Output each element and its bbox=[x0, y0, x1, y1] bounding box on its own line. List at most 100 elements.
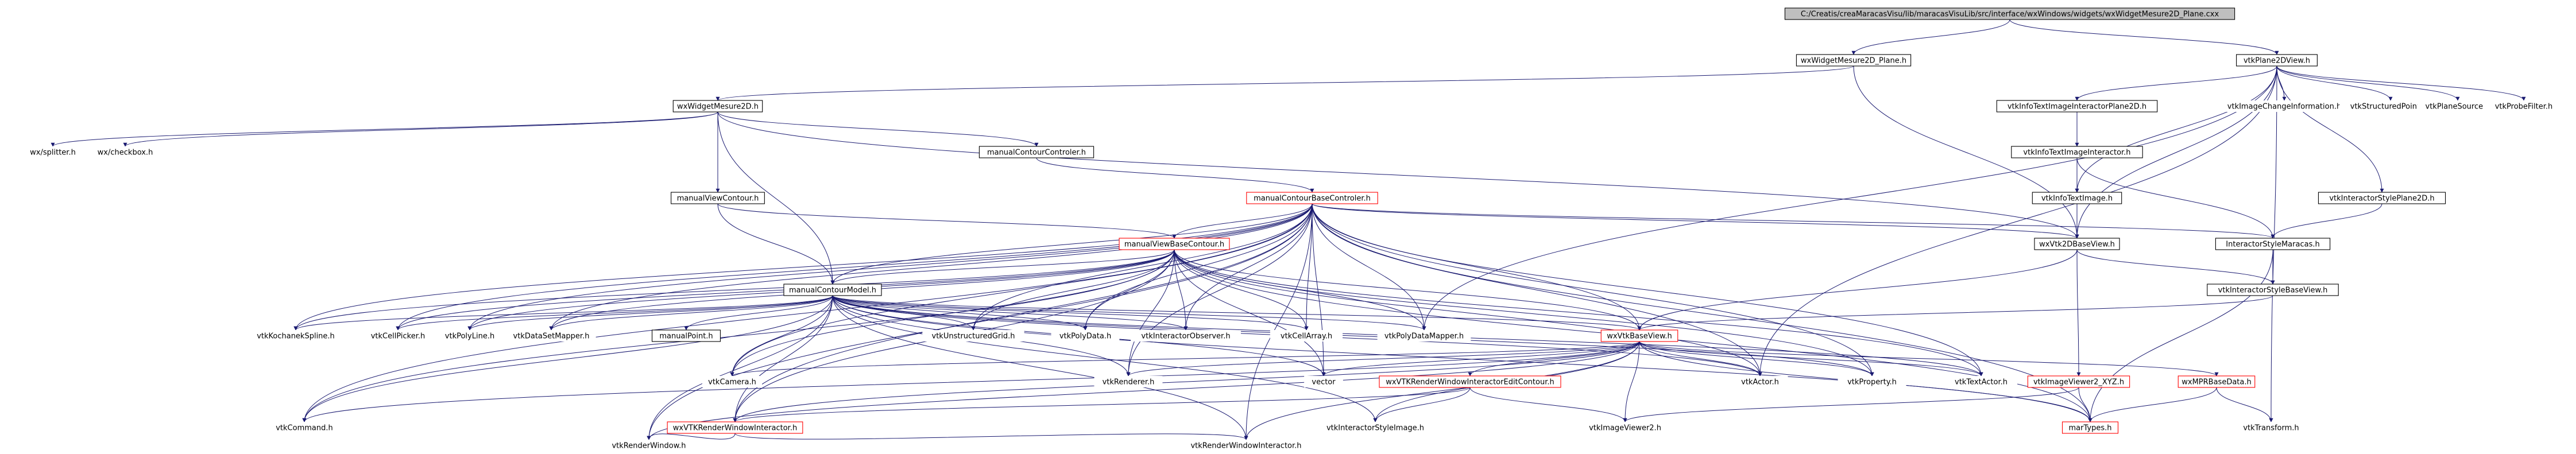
node-vtkImageViewer2_XYZ[interactable]: vtkImageViewer2_XYZ.h bbox=[2027, 375, 2130, 388]
node-vtkInfoTextImageInteractor[interactable]: vtkInfoTextImageInteractor.h bbox=[2011, 146, 2143, 158]
node-label: wxMPRBaseData.h bbox=[2182, 378, 2251, 387]
edge-manualViewBaseContour-to-vtkKochanekSpline bbox=[293, 249, 1175, 331]
node-vtkCellArray[interactable]: vtkCellArray.h bbox=[1270, 330, 1343, 342]
edge-wxVtkBaseView-to-wxMPRBaseData bbox=[1639, 341, 2219, 377]
edge-wxWidgetMesure2D-to-manualContourControler bbox=[717, 111, 1039, 147]
node-label: vtkCellPicker.h bbox=[371, 332, 426, 341]
node-vector[interactable]: vector bbox=[1304, 376, 1343, 387]
node-wxWidgetMesure2D[interactable]: wxWidgetMesure2D.h bbox=[672, 100, 763, 112]
node-vtkPolyDataMapper[interactable]: vtkPolyDataMapper.h bbox=[1377, 330, 1471, 342]
node-vtkPolyData[interactable]: vtkPolyData.h bbox=[1051, 330, 1120, 342]
node-vtkKochanekSpline[interactable]: vtkKochanekSpline.h bbox=[249, 330, 343, 342]
node-vtkProperty[interactable]: vtkProperty.h bbox=[1838, 376, 1906, 387]
node-vtkInteractorStyleBaseView[interactable]: vtkInteractorStyleBaseView.h bbox=[2207, 284, 2339, 296]
node-root[interactable]: C:/Creatis/creaMaracasVisu/lib/maracasVi… bbox=[1784, 7, 2235, 20]
node-vtkImageViewer2[interactable]: vtkImageViewer2.h bbox=[1582, 422, 1668, 433]
edge-wxVtk2DBaseView-to-wxVtkBaseView bbox=[1637, 249, 2078, 331]
node-wxWidgetMesure2D_Plane[interactable]: wxWidgetMesure2D_Plane.h bbox=[1796, 54, 1912, 67]
node-label: vtkImageViewer2.h bbox=[1589, 424, 1661, 433]
edge-manualContourModel-to-vtkKochanekSpline bbox=[293, 295, 833, 331]
node-box bbox=[2236, 54, 2318, 67]
edge-vtkPlane2DView-to-wxVtk2DBaseView bbox=[2075, 65, 2277, 239]
node-box bbox=[1094, 376, 1163, 387]
node-vtkRenderer[interactable]: vtkRenderer.h bbox=[1094, 376, 1163, 387]
edge-wxVtkBaseView-to-wxVTKRenderWindowInteractor bbox=[733, 341, 1640, 422]
node-vtkTextActor[interactable]: vtkTextActor.h bbox=[1944, 376, 2018, 387]
edge-wxVtkBaseView-to-vtkTextActor bbox=[1639, 341, 1983, 377]
node-vtkProbeFilter[interactable]: vtkProbeFilter.h bbox=[2483, 100, 2565, 112]
node-box bbox=[249, 330, 343, 342]
node-wxVTKRenderWindowInteractorEditContour[interactable]: wxVTKRenderWindowInteractorEditContour.h bbox=[1379, 375, 1561, 388]
node-vtkCellPicker[interactable]: vtkCellPicker.h bbox=[359, 330, 436, 342]
node-vtkPlane2DView[interactable]: vtkPlane2DView.h bbox=[2236, 54, 2318, 67]
node-label: vtkInteractorStyleImage.h bbox=[1326, 424, 1424, 433]
node-label: manualPoint.h bbox=[659, 332, 713, 341]
edge-manualViewContour-to-manualViewBaseContour bbox=[717, 203, 1177, 239]
node-box bbox=[2221, 100, 2348, 112]
node-vtkRenderWindowInteractor[interactable]: vtkRenderWindowInteractor.h bbox=[1182, 440, 1310, 451]
node-manualContourModel[interactable]: manualContourModel.h bbox=[783, 284, 882, 296]
edge-manualViewBaseContour-to-manualContourModel bbox=[830, 249, 1175, 285]
node-vtkActor[interactable]: vtkActor.h bbox=[1732, 376, 1788, 387]
node-box bbox=[1379, 375, 1561, 388]
node-wxsplitter[interactable]: wx/splitter.h bbox=[18, 146, 87, 158]
node-manualContourBaseControler[interactable]: manualContourBaseControler.h bbox=[1246, 192, 1378, 204]
edge-manualContourBaseControler-to-vtkDataSetMapper bbox=[549, 203, 1313, 331]
node-wxVTKRenderWindowInteractor[interactable]: wxVTKRenderWindowInteractor.h bbox=[667, 421, 803, 434]
edge-manualContourBaseControler-to-vtkActor bbox=[1312, 203, 1762, 377]
node-box bbox=[91, 146, 160, 158]
node-vtkTransform[interactable]: vtkTransform.h bbox=[2234, 422, 2308, 433]
node-label: vtkPlane2DView.h bbox=[2244, 57, 2310, 65]
edge-manualViewBaseContour-to-vtkCommand bbox=[302, 249, 1175, 422]
node-manualViewBaseContour[interactable]: manualViewBaseContour.h bbox=[1119, 238, 1230, 250]
node-manualViewContour[interactable]: manualViewContour.h bbox=[671, 192, 765, 204]
node-box bbox=[359, 330, 436, 342]
node-box bbox=[1838, 376, 1906, 387]
node-label: vtkDataSetMapper.h bbox=[513, 332, 590, 341]
node-box bbox=[1784, 7, 2235, 20]
node-manualContourControler[interactable]: manualContourControler.h bbox=[978, 146, 1094, 158]
node-vtkPolyLine[interactable]: vtkPolyLine.h bbox=[435, 330, 504, 342]
node-label: vtkCellArray.h bbox=[1281, 332, 1332, 341]
node-label: vtkTransform.h bbox=[2243, 424, 2299, 433]
node-box bbox=[1304, 376, 1343, 387]
node-vtkInfoTextImageInteractorPlane2D[interactable]: vtkInfoTextImageInteractorPlane2D.h bbox=[1996, 100, 2158, 112]
edge-wxVTKRenderWindowInteractorEditContour-to-wxVTKRenderWindowInteractor bbox=[733, 387, 1471, 422]
node-InteractorStyleMaracas[interactable]: InteractorStyleMaracas.h bbox=[2215, 238, 2331, 250]
node-manualPoint[interactable]: manualPoint.h bbox=[652, 329, 721, 342]
node-label: vtkCamera.h bbox=[708, 378, 756, 387]
edge-wxWidgetMesure2D-to-wxVtk2DBaseView bbox=[717, 111, 2079, 239]
node-wxVtkBaseView[interactable]: wxVtkBaseView.h bbox=[1600, 329, 1678, 342]
node-box bbox=[1182, 440, 1310, 451]
node-vtkImageChangeInformation[interactable]: vtkImageChangeInformation.h bbox=[2221, 100, 2348, 112]
edge-manualContourBaseControler-to-manualContourModel bbox=[830, 203, 1313, 285]
node-vtkInteractorStylePlane2D[interactable]: vtkInteractorStylePlane2D.h bbox=[2318, 192, 2446, 204]
node-vtkInteractorObserver[interactable]: vtkInteractorObserver.h bbox=[1131, 330, 1241, 342]
node-wxMPRBaseData[interactable]: wxMPRBaseData.h bbox=[2177, 375, 2256, 388]
edge-manualViewBaseContour-to-vtkInteractorObserver bbox=[1174, 249, 1188, 331]
node-label: vtkStructuredPoints.h bbox=[2350, 103, 2431, 111]
node-label: vtkUnstructuredGrid.h bbox=[932, 332, 1015, 341]
edge-wxWidgetMesure2D_Plane-to-wxVtk2DBaseView bbox=[1853, 65, 2079, 239]
node-wxcheckbox[interactable]: wx/checkbox.h bbox=[91, 146, 160, 158]
node-vtkStructuredPoints[interactable]: vtkStructuredPoints.h bbox=[2339, 100, 2442, 112]
node-box bbox=[702, 376, 763, 387]
node-vtkDataSetMapper[interactable]: vtkDataSetMapper.h bbox=[506, 330, 596, 342]
node-vtkInteractorStyleImage[interactable]: vtkInteractorStyleImage.h bbox=[1316, 422, 1435, 433]
node-vtkUnstructuredGrid[interactable]: vtkUnstructuredGrid.h bbox=[922, 330, 1024, 342]
node-box bbox=[922, 330, 1024, 342]
node-vtkRenderWindow[interactable]: vtkRenderWindow.h bbox=[606, 440, 692, 451]
node-vtkPlaneSource[interactable]: vtkPlaneSource.h bbox=[2417, 100, 2498, 112]
node-box bbox=[1051, 330, 1120, 342]
node-label: vtkInfoTextImageInteractorPlane2D.h bbox=[2008, 103, 2146, 111]
node-vtkInfoTextImage[interactable]: vtkInfoTextImage.h bbox=[2032, 192, 2122, 204]
edge-manualContourBaseControler-to-wxVTKRenderWindowInteractor bbox=[733, 203, 1313, 422]
node-vtkCamera[interactable]: vtkCamera.h bbox=[702, 376, 763, 387]
node-label: wx/checkbox.h bbox=[98, 149, 153, 157]
node-label: manualContourBaseControler.h bbox=[1254, 195, 1371, 203]
edge-vtkPlane2DView-to-vtkInteractorStylePlane2D bbox=[2276, 65, 2384, 193]
node-vtkCommand[interactable]: vtkCommand.h bbox=[272, 422, 336, 433]
edge-manualContourBaseControler-to-manualViewBaseContour bbox=[1172, 203, 1313, 239]
node-marTypes[interactable]: marTypes.h bbox=[2061, 421, 2119, 434]
node-wxVtk2DBaseView[interactable]: wxVtk2DBaseView.h bbox=[2034, 238, 2120, 250]
